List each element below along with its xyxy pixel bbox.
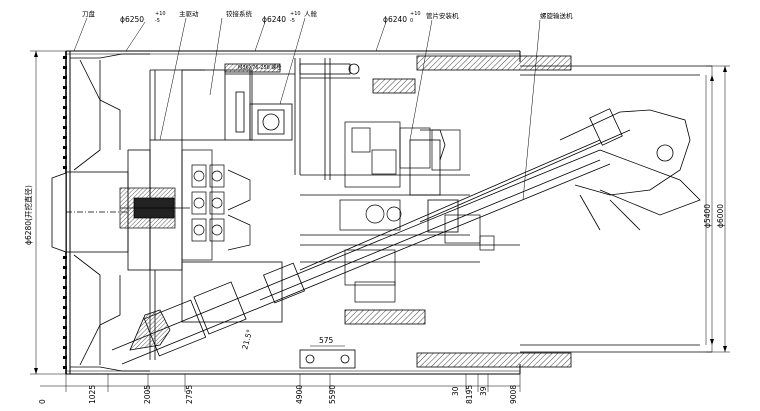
backup-gantry — [300, 121, 520, 303]
diameter-tail-tol-upper: +10 — [410, 11, 421, 17]
shield-diameter-middle: ϕ6240 +10 -5 — [262, 11, 301, 24]
dim-angle: 21.5° — [240, 328, 254, 350]
segment-erector — [409, 129, 459, 233]
dim-bottom-4900: 4900 — [295, 385, 304, 404]
screw-drive-unit — [559, 108, 701, 231]
dim-tunnel-id: ϕ5400 — [703, 204, 712, 228]
dimension-lines — [30, 50, 730, 392]
dim-bottom-39: 39 — [479, 386, 488, 396]
diameter-front-value: ϕ6250 — [120, 15, 144, 24]
label-segment-erector: 管片安装机 — [426, 11, 459, 20]
shield-diameter-front: ϕ6250 +10 -5 — [120, 11, 166, 24]
cutter-teeth — [63, 56, 67, 369]
thrust-cylinder-top — [299, 63, 360, 79]
dim-tunnel-od: ϕ6000 — [716, 204, 725, 228]
diameter-tail-tol-lower: 0 — [410, 18, 413, 24]
dim-bottom-5590: 5590 — [328, 385, 337, 404]
dim-bottom-30: 30 — [451, 386, 460, 396]
label-main-drive: 主驱动 — [179, 9, 199, 18]
bolt-label: M36X76-258 螺栓 — [238, 64, 281, 71]
diameter-front-tol-upper: +10 — [155, 11, 166, 17]
tunnel-lining — [520, 65, 712, 353]
dim-575: 575 — [319, 336, 334, 345]
segment-blocks — [344, 55, 572, 368]
label-manlock: 人舱 — [304, 9, 318, 18]
label-screw-conveyor: 螺旋输送机 — [540, 11, 573, 20]
diameter-middle-tol-upper: +10 — [290, 11, 301, 17]
screw-conveyor — [111, 129, 631, 365]
dim-bottom-2005: 2005 — [143, 385, 152, 404]
manlock — [224, 63, 295, 141]
label-cutterhead: 刀盘 — [82, 9, 96, 18]
bulkheads — [149, 58, 331, 360]
dim-bottom-9008: 9008 — [509, 385, 518, 404]
callout-leaders — [73, 17, 541, 201]
diameter-front-tol-lower: -5 — [155, 18, 160, 24]
dim-cutter-diameter: ϕ6280(开挖直径) — [23, 185, 33, 245]
dim-bottom-2795: 2795 — [185, 385, 194, 404]
diameter-middle-value: ϕ6240 — [262, 15, 286, 24]
main-drive — [119, 149, 251, 261]
dim-bottom-8195: 8195 — [465, 385, 474, 404]
diameter-middle-tol-lower: -5 — [290, 18, 295, 24]
diameter-tail-value: ϕ6240 — [383, 15, 407, 24]
bottom-cradle — [299, 349, 356, 369]
shield-diameter-tail: ϕ6240 +10 0 — [383, 11, 421, 24]
dim-bottom-0: 0 — [38, 399, 47, 404]
dim-bottom-1025: 1025 — [88, 385, 97, 404]
label-articulation: 铰接系统 — [226, 9, 253, 18]
dimension-arrows — [34, 51, 727, 374]
